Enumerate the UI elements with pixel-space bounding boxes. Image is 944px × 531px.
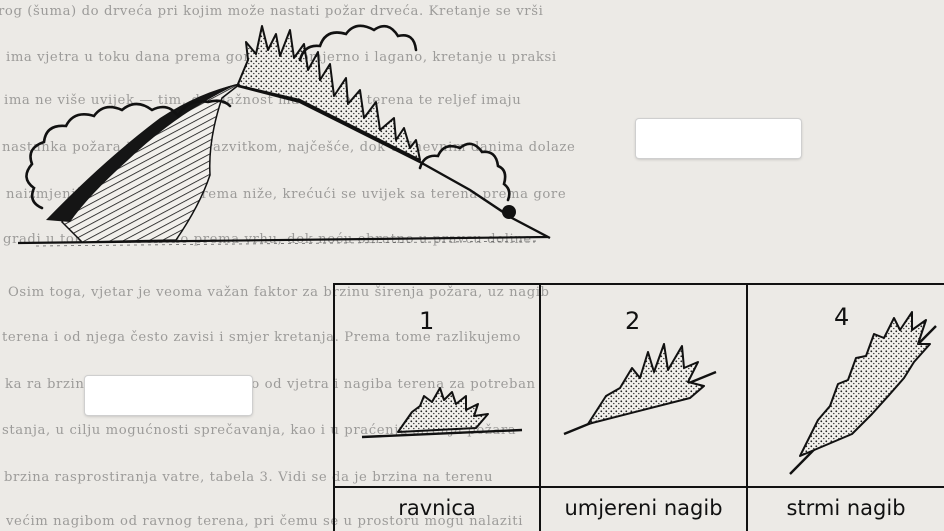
panel-2-flame <box>564 344 716 434</box>
panel-4-flame <box>790 312 936 474</box>
panel-number-4: 4 <box>834 303 849 331</box>
hill-fire-drawing <box>18 26 550 246</box>
tree-trunk-dot <box>502 205 516 219</box>
panel-number-1: 1 <box>419 307 434 335</box>
panel-1-flame <box>362 388 522 437</box>
panel-label-moderate-slope: umjereni nagib <box>541 487 746 529</box>
panel-label-flat: ravnica <box>335 487 539 529</box>
panel-label-steep-slope: strmi nagib <box>748 487 944 529</box>
redaction-box-right <box>636 119 801 158</box>
panel-number-2: 2 <box>625 307 640 335</box>
redaction-box-left <box>85 376 252 415</box>
forest-canopy-lower-right <box>420 144 509 200</box>
figure-top-border <box>333 283 944 285</box>
